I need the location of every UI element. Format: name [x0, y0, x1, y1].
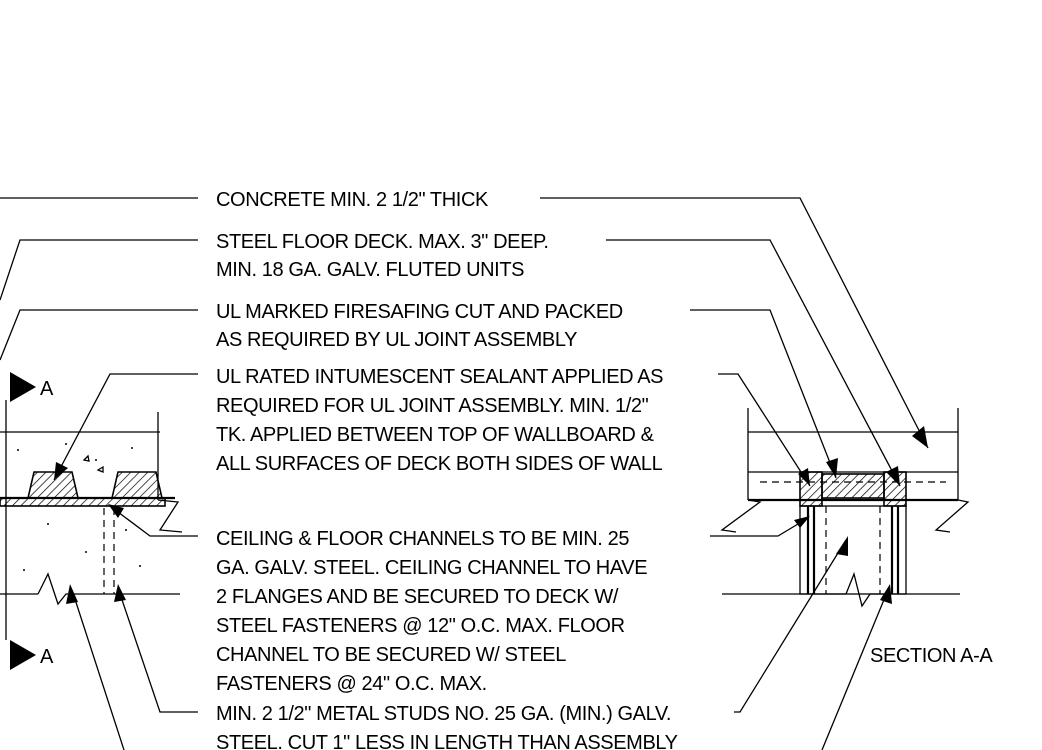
ceiling-channel-hatch	[0, 497, 166, 507]
note-5-line-3: 2 FLANGES AND BE SECURED TO DECK W/	[216, 586, 619, 608]
leader-bottom-left	[71, 589, 125, 750]
note-3-line-2: AS REQUIRED BY UL JOINT ASSEMBLY	[216, 329, 577, 351]
leader-lines	[0, 197, 929, 750]
concrete-aggregate	[17, 443, 141, 571]
deck-flute-right	[110, 471, 164, 499]
section-break-left	[720, 499, 762, 533]
arrow-note-3	[826, 458, 838, 478]
leader-note-5-right	[710, 517, 809, 537]
arrow-note-4-right	[798, 468, 810, 486]
section-marker-top: A	[40, 378, 54, 400]
firesafing-block	[821, 473, 885, 499]
note-6-line-1: MIN. 2 1/2" METAL STUDS NO. 25 GA. (MIN.…	[216, 703, 671, 725]
leader-note-2-right	[606, 239, 901, 487]
note-1-line-1: CONCRETE MIN. 2 1/2" THICK	[216, 189, 489, 211]
arrow-note-5-right	[794, 516, 810, 528]
leader-note-2-left	[0, 239, 198, 301]
break-line-bottom	[37, 572, 180, 606]
leader-note-6-right	[734, 539, 847, 713]
arrow-note-1	[912, 426, 928, 448]
leader-note-4-left	[53, 373, 198, 481]
section-detail: SECTION A-A	[720, 408, 994, 667]
arrow-note-6	[114, 584, 126, 602]
arrow-note-4	[54, 462, 68, 480]
note-5-line-2: GA. GALV. STEEL. CEILING CHANNEL TO HAVE	[216, 557, 647, 579]
arrow-note-6-right	[836, 536, 848, 556]
note-3-line-1: UL MARKED FIRESAFING CUT AND PACKED	[216, 301, 623, 323]
note-2-line-1: STEEL FLOOR DECK. MAX. 3" DEEP.	[216, 231, 549, 253]
leader-note-3-left	[0, 309, 198, 361]
note-5-line-4: STEEL FASTENERS @ 12" O.C. MAX. FLOOR	[216, 615, 625, 637]
leader-note-3-right	[690, 309, 837, 479]
note-5-line-5: CHANNEL TO BE SECURED W/ STEEL	[216, 644, 566, 666]
leader-note-4-right	[718, 373, 811, 487]
note-4-line-1: UL RATED INTUMESCENT SEALANT APPLIED AS	[216, 366, 663, 388]
leader-note-5-left	[109, 505, 198, 537]
aggregate-triangles	[82, 454, 104, 473]
arrow-note-5	[108, 504, 124, 518]
section-floor-break	[845, 571, 960, 608]
note-2-line-2: MIN. 18 GA. GALV. FLUTED UNITS	[216, 259, 524, 281]
leader-note-6-left	[117, 587, 198, 713]
note-5-line-6: FASTENERS @ 24" O.C. MAX.	[216, 673, 487, 695]
break-line-top	[157, 499, 183, 533]
arrow-bottom-left	[66, 584, 78, 604]
note-4-line-2: REQUIRED FOR UL JOINT ASSEMBLY. MIN. 1/2…	[216, 395, 649, 417]
deck-flute-left	[26, 471, 80, 499]
note-text: CONCRETE MIN. 2 1/2" THICK STEEL FLOOR D…	[216, 189, 678, 750]
note-6-line-2: STEEL. CUT 1" LESS IN LENGTH THAN ASSEMB…	[216, 732, 678, 750]
section-wall	[799, 505, 907, 595]
note-4-line-3: TK. APPLIED BETWEEN TOP OF WALLBOARD &	[216, 424, 655, 446]
section-break-right	[934, 499, 970, 533]
section-marker-bottom: A	[40, 646, 54, 668]
elevation-detail: A A	[0, 372, 183, 670]
note-5-line-1: CEILING & FLOOR CHANNELS TO BE MIN. 25	[216, 528, 629, 550]
section-arrow-bottom	[10, 640, 36, 670]
leader-note-1-right	[540, 197, 929, 449]
section-title: SECTION A-A	[870, 645, 993, 667]
section-arrow-top	[10, 372, 36, 402]
arrow-note-2	[886, 466, 900, 486]
note-4-line-4: ALL SURFACES OF DECK BOTH SIDES OF WALL	[216, 453, 663, 475]
leader-bottom-right	[821, 589, 889, 750]
arrow-bottom-right	[880, 584, 892, 604]
